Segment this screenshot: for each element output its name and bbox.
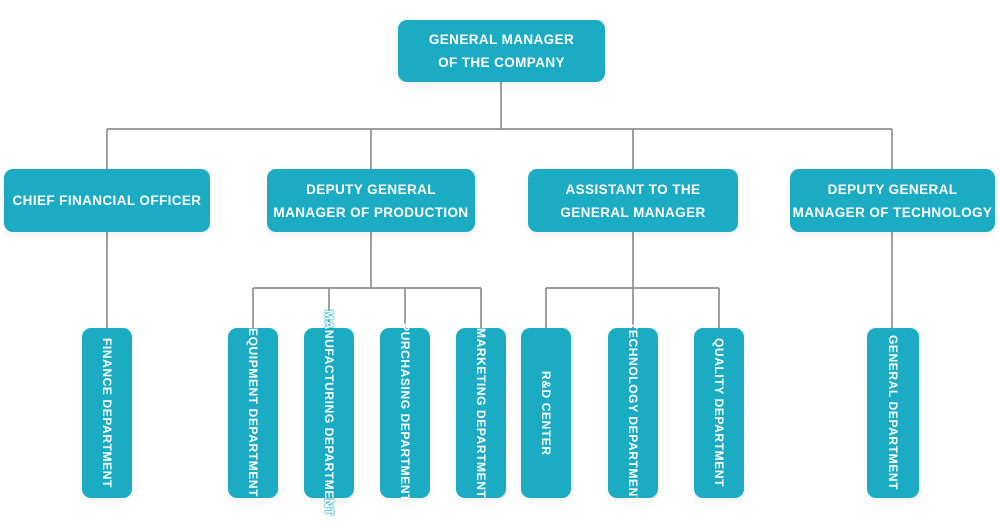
node-general-department: GENERAL DEPARTMENT — [867, 328, 919, 498]
node-purchasing-department: PURCHASING DEPARTMENT — [380, 323, 430, 503]
node-chief-financial-officer: CHIEF FINANCIAL OFFICER — [4, 169, 210, 232]
node-technology-department: TECHNOLOGY DEPARTMENT — [608, 322, 658, 504]
node-general-manager: GENERAL MANAGER OF THE COMPANY — [398, 20, 605, 82]
node-label: TECHNOLOGY DEPARTMENT — [626, 321, 640, 505]
node-label: QUALITY DEPARTMENT — [712, 338, 726, 488]
node-rd-center: R&D CENTER — [521, 328, 571, 498]
node-marketing-department: MARKETING DEPARTMENT — [456, 328, 506, 498]
node-label: FINANCE DEPARTMENT — [100, 338, 114, 488]
node-deputy-gm-technology: DEPUTY GENERAL MANAGER OF TECHNOLOGY — [790, 169, 995, 232]
node-label: R&D CENTER — [539, 370, 553, 456]
node-manufacturing-department: MANUFACTURING DEPARTMENT — [304, 310, 354, 516]
node-equipment-department: EQUIPMENT DEPARTMENT — [228, 328, 278, 498]
node-quality-department: QUALITY DEPARTMENT — [694, 328, 744, 498]
node-deputy-gm-production: DEPUTY GENERAL MANAGER OF PRODUCTION — [267, 169, 475, 232]
node-assistant-to-gm: ASSISTANT TO THE GENERAL MANAGER — [528, 169, 738, 232]
node-label: PURCHASING DEPARTMENT — [398, 323, 412, 503]
node-finance-department: FINANCE DEPARTMENT — [82, 328, 132, 498]
node-label: MARKETING DEPARTMENT — [474, 327, 488, 499]
node-label: MANUFACTURING DEPARTMENT — [322, 309, 336, 517]
node-label: EQUIPMENT DEPARTMENT — [246, 328, 260, 498]
node-label: GENERAL DEPARTMENT — [886, 335, 900, 491]
